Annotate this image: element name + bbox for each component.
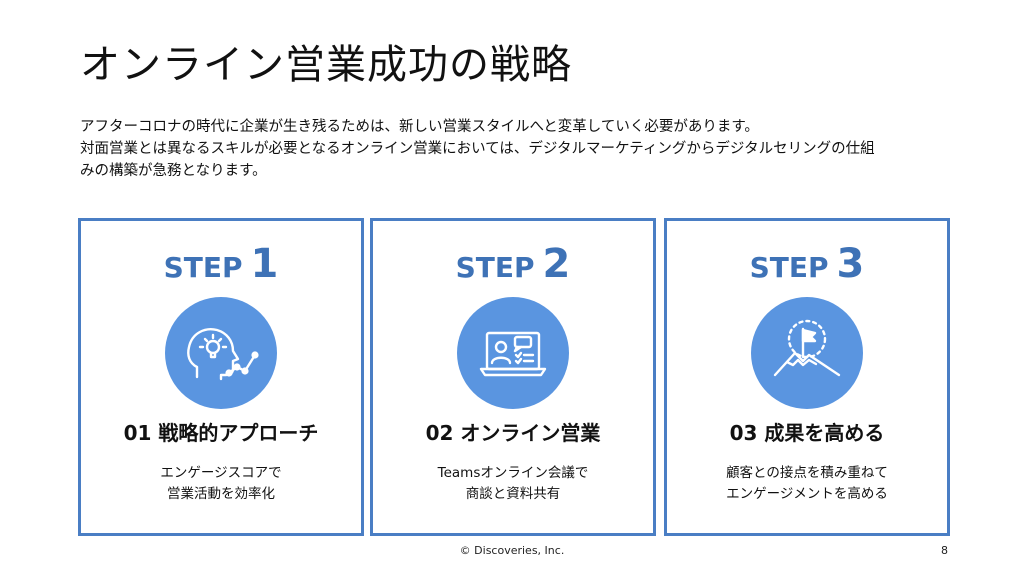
step-number: 1 <box>250 241 279 287</box>
step-word: STEP <box>455 251 535 284</box>
step-description: エンゲージスコアで 営業活動を効率化 <box>81 463 361 505</box>
laptop-video-meeting-icon <box>457 297 569 409</box>
step-description-line: 顧客との接点を積み重ねて <box>726 465 888 481</box>
copyright-footer: © Discoveries, Inc. <box>459 544 565 557</box>
mountain-flag-icon <box>751 297 863 409</box>
step-title: 01 戦略的アプローチ <box>123 421 319 445</box>
step-description-line: 営業活動を効率化 <box>167 486 275 502</box>
step-description-line: エンゲージスコアで <box>160 465 282 481</box>
page-number: 8 <box>941 544 948 557</box>
intro-line: 対面営業とは異なるスキルが必要となるオンライン営業においては、デジタルマーケティ… <box>80 141 875 157</box>
step-word: STEP <box>163 251 243 284</box>
step-description-line: Teamsオンライン会議で <box>437 465 589 481</box>
page-title: オンライン営業成功の戦略 <box>80 42 572 88</box>
intro-line: みの構築が急務となります。 <box>80 163 267 179</box>
step-number: 3 <box>836 241 865 287</box>
intro-line: アフターコロナの時代に企業が生き残るためは、新しい営業スタイルへと変革していく必… <box>80 119 759 135</box>
step-description: 顧客との接点を積み重ねて エンゲージメントを高める <box>667 463 947 505</box>
step-description-line: エンゲージメントを高める <box>726 486 888 502</box>
head-lightbulb-chart-icon <box>165 297 277 409</box>
intro-text: アフターコロナの時代に企業が生き残るためは、新しい営業スタイルへと変革していく必… <box>80 116 960 182</box>
step-description: Teamsオンライン会議で 商談と資料共有 <box>373 463 653 505</box>
step-number: 2 <box>542 241 571 287</box>
step-word: STEP <box>749 251 829 284</box>
step-description-line: 商談と資料共有 <box>465 486 561 502</box>
step-title: 02 オンライン営業 <box>425 421 601 445</box>
step-title: 03 成果を高める <box>729 421 885 445</box>
